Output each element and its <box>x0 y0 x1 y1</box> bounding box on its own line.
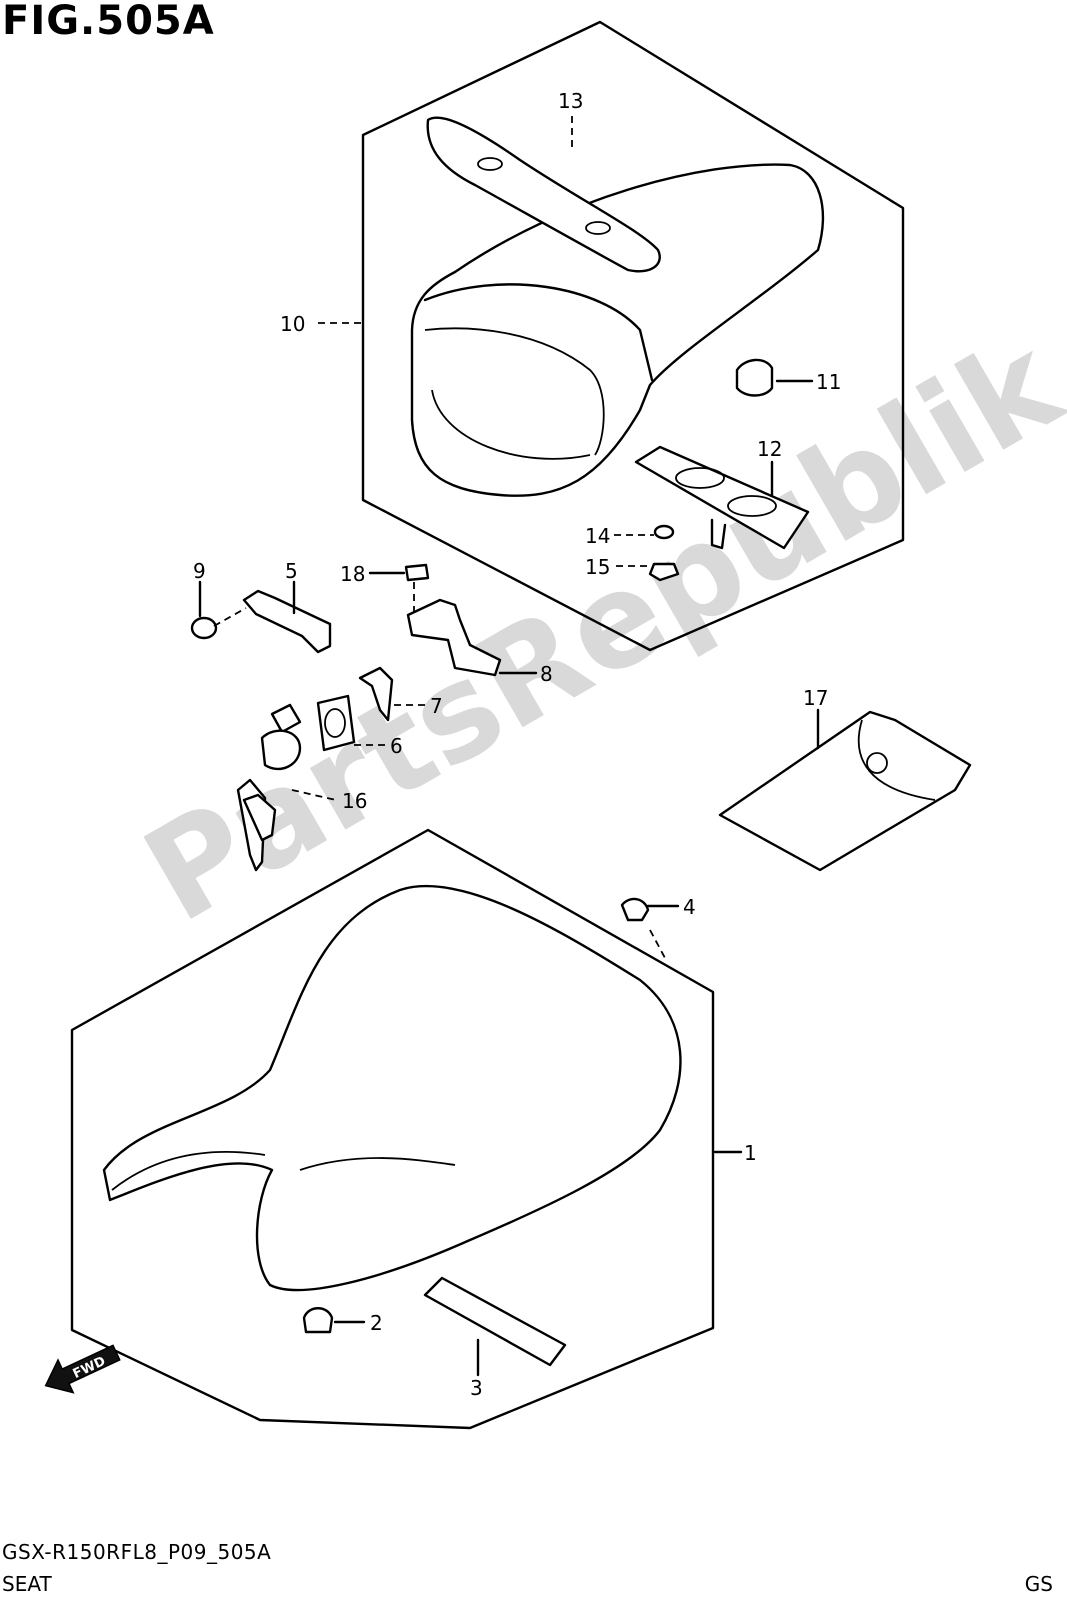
washer <box>653 524 675 540</box>
front-seat-group-outline <box>70 828 715 1430</box>
callout-6: 6 <box>390 734 403 758</box>
lock-clip <box>358 666 394 722</box>
leader-lines <box>198 116 820 1377</box>
seat-bracket <box>634 445 810 550</box>
lock-bracket <box>406 598 502 677</box>
callout-13: 13 <box>558 89 583 113</box>
lock-plate <box>316 694 356 752</box>
cushion <box>735 358 774 397</box>
callout-1: 1 <box>744 1141 757 1165</box>
callout-7: 7 <box>430 694 443 718</box>
callout-14: 14 <box>585 524 610 548</box>
front-cushion <box>302 1307 334 1334</box>
callout-labels: 1 2 3 4 5 6 7 8 9 10 11 12 13 14 15 16 1… <box>193 89 841 1400</box>
seat-pad <box>423 1276 567 1367</box>
callout-16: 16 <box>342 789 367 813</box>
tool-bag <box>718 710 972 872</box>
callout-12: 12 <box>757 437 782 461</box>
rear-seat-group-outline <box>361 20 905 652</box>
callout-3: 3 <box>470 1376 483 1400</box>
callout-10: 10 <box>280 312 305 336</box>
bolt-small <box>190 607 247 640</box>
callout-17: 17 <box>803 686 828 710</box>
callout-5: 5 <box>285 559 298 583</box>
callout-9: 9 <box>193 559 206 583</box>
figure-name: SEAT <box>2 1572 52 1596</box>
callout-8: 8 <box>540 662 553 686</box>
bolt <box>404 563 430 614</box>
nut <box>648 562 680 582</box>
callout-18: 18 <box>340 562 365 586</box>
screw <box>620 897 666 959</box>
bracket <box>242 589 332 654</box>
figure-title: FIG.505A <box>2 0 215 44</box>
forward-arrow: FWD <box>44 1344 121 1394</box>
region-code: GS <box>1024 1572 1053 1596</box>
figure-code: GSX-R150RFL8_P09_505A <box>2 1540 272 1564</box>
callout-4: 4 <box>683 895 696 919</box>
callout-15: 15 <box>585 555 610 579</box>
lock-set <box>236 703 302 872</box>
grab-strap <box>426 116 661 273</box>
callout-2: 2 <box>370 1311 383 1335</box>
rear-seat <box>410 163 825 497</box>
callout-11: 11 <box>816 370 841 394</box>
front-seat <box>102 884 682 1292</box>
